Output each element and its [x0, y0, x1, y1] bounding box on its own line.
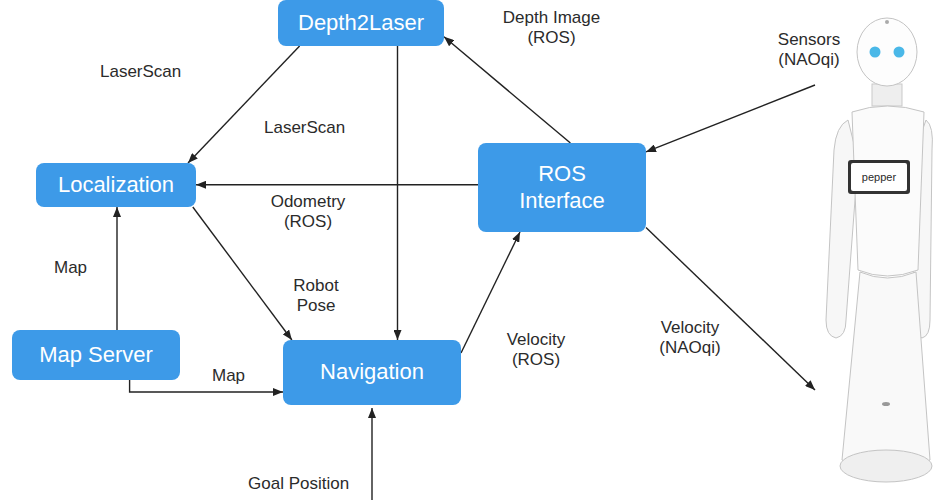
process-box: Localization — [36, 163, 196, 207]
box-label: ROS Interface — [502, 161, 622, 214]
robot-eye — [894, 47, 905, 58]
robot-head — [857, 18, 917, 86]
connector-arrow — [397, 46, 398, 340]
robot-tablet-screen — [851, 163, 907, 191]
edge-label: LaserScan — [98, 62, 183, 82]
connector-arrow — [196, 184, 478, 185]
edge-label: Odometry (ROS) — [262, 192, 354, 233]
robot-detail — [882, 402, 890, 406]
process-box: ROS Interface — [478, 143, 646, 232]
connector-arrow — [646, 85, 815, 152]
edge-label: Depth Image (ROS) — [492, 8, 611, 49]
connector-arrow — [444, 37, 570, 143]
edge-label: Velocity (ROS) — [495, 330, 577, 371]
robot-eye — [870, 47, 881, 58]
robot-torso — [852, 106, 924, 276]
box-label: Localization — [58, 172, 174, 198]
robot-base — [840, 450, 932, 482]
robot-neck — [872, 84, 902, 106]
connector-arrow — [116, 207, 117, 330]
input-arrow — [371, 408, 372, 500]
box-label: Navigation — [320, 359, 424, 385]
process-box: Depth2Laser — [278, 0, 444, 46]
robot-tablet — [848, 160, 910, 194]
box-label: Map Server — [39, 342, 153, 368]
connector-arrow — [188, 46, 300, 163]
connector-arrow — [130, 380, 283, 392]
edge-label: Map — [52, 258, 89, 278]
robot-leg — [842, 272, 930, 469]
edge-label: LaserScan — [262, 118, 347, 138]
process-box: Map Server — [12, 330, 180, 380]
tablet-label: pepper — [851, 172, 907, 183]
edge-label: Sensors (NAOqi) — [768, 30, 850, 71]
edge-label: Robot Pose — [284, 276, 348, 317]
edge-label: Velocity (NAOqi) — [648, 318, 732, 359]
box-label: Depth2Laser — [298, 10, 424, 36]
robot-node: pepper — [815, 0, 933, 500]
edge-label: Map — [210, 366, 247, 386]
robot-sensor — [885, 20, 889, 24]
connector-arrow — [646, 228, 815, 390]
input-label: Goal Position — [246, 474, 351, 494]
process-box: Navigation — [283, 340, 461, 405]
